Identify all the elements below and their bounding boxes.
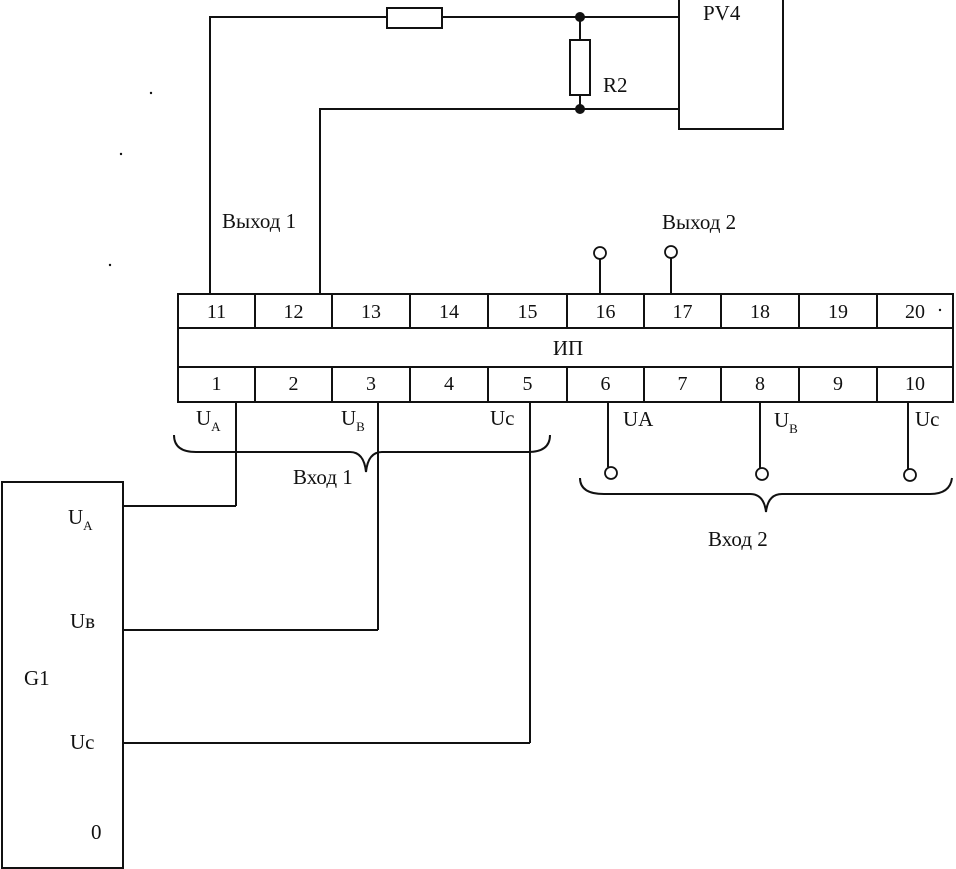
terminal-5: 5	[523, 373, 533, 395]
svg-text:UA: UA	[68, 505, 93, 533]
input1-phase-uc: Uc	[490, 406, 515, 430]
input1-phase-ua: UA	[196, 406, 221, 434]
input2-terminal-ub	[755, 467, 769, 481]
terminal-15: 15	[518, 301, 538, 323]
terminal-12: 12	[284, 301, 304, 323]
junction-dot-top	[575, 12, 585, 22]
output2-terminal-17	[664, 245, 678, 259]
terminal-18: 18	[750, 301, 770, 323]
terminal-1: 1	[212, 373, 222, 395]
speck	[149, 91, 153, 95]
terminal-10: 10	[905, 373, 925, 395]
generator-g1-box	[1, 481, 124, 869]
svg-text:Uc: Uc	[915, 407, 940, 431]
svg-text:Uc: Uc	[70, 730, 95, 754]
pv4-meter-box	[678, 0, 784, 130]
input2-terminal-ua	[604, 466, 618, 480]
terminal-7: 7	[678, 373, 688, 395]
terminal-4: 4	[444, 373, 454, 395]
terminal-11: 11	[207, 301, 226, 323]
input2-brace	[579, 477, 953, 513]
output2-label: Выход 2	[662, 210, 736, 234]
generator-phase-ua: UA	[68, 505, 93, 533]
input2-terminal-uc	[903, 468, 917, 482]
speck	[108, 263, 112, 267]
generator-neutral: 0	[91, 820, 102, 844]
terminal-16: 16	[596, 301, 616, 323]
output1-label: Выход 1	[222, 209, 296, 233]
input1-phase-ub: UB	[341, 406, 365, 434]
terminal-20: 20	[905, 301, 925, 323]
generator-label: G1	[24, 666, 50, 690]
terminal-6: 6	[601, 373, 611, 395]
speck	[938, 308, 942, 312]
terminal-8: 8	[755, 373, 765, 395]
top-terminal-row: 11 12 13 14 15 16 17 18 19 20	[207, 294, 925, 328]
svg-text:UB: UB	[341, 406, 365, 434]
speck	[119, 152, 123, 156]
svg-text:UA: UA	[196, 406, 221, 434]
terminal-3: 3	[366, 373, 376, 395]
terminal-17: 17	[673, 301, 693, 323]
terminal-2: 2	[289, 373, 299, 395]
device-label: ИП	[553, 336, 583, 360]
svg-text:UA: UA	[623, 407, 654, 431]
r2-label: R2	[603, 73, 628, 97]
generator-phase-ub: Uв	[70, 609, 95, 633]
terminal-19: 19	[828, 301, 848, 323]
terminal-14: 14	[439, 301, 459, 323]
wire-output1-right	[319, 108, 679, 294]
device-block	[177, 293, 954, 403]
bottom-terminal-row: 1 2 3 4 5 6 7 8 9 10	[212, 367, 925, 402]
svg-text:Uc: Uc	[490, 406, 515, 430]
terminal-9: 9	[833, 373, 843, 395]
svg-text:UB: UB	[774, 408, 798, 436]
series-resistor	[386, 7, 443, 29]
generator-phase-uc: Uc	[70, 730, 95, 754]
input2-label: Вход 2	[708, 527, 768, 551]
terminal-13: 13	[361, 301, 381, 323]
input2-phase-ua: UA	[623, 407, 654, 431]
resistor-r2	[569, 39, 591, 96]
input2-phase-uc: Uc	[915, 407, 940, 431]
input1-label: Вход 1	[293, 465, 353, 489]
wire-output1-left	[209, 16, 387, 294]
svg-text:0: 0	[91, 820, 102, 844]
input1-brace	[173, 434, 551, 473]
svg-text:Uв: Uв	[70, 609, 95, 633]
input2-phase-ub: UB	[774, 408, 798, 436]
pv4-label: PV4	[703, 1, 741, 25]
output2-terminal-16	[593, 246, 607, 260]
